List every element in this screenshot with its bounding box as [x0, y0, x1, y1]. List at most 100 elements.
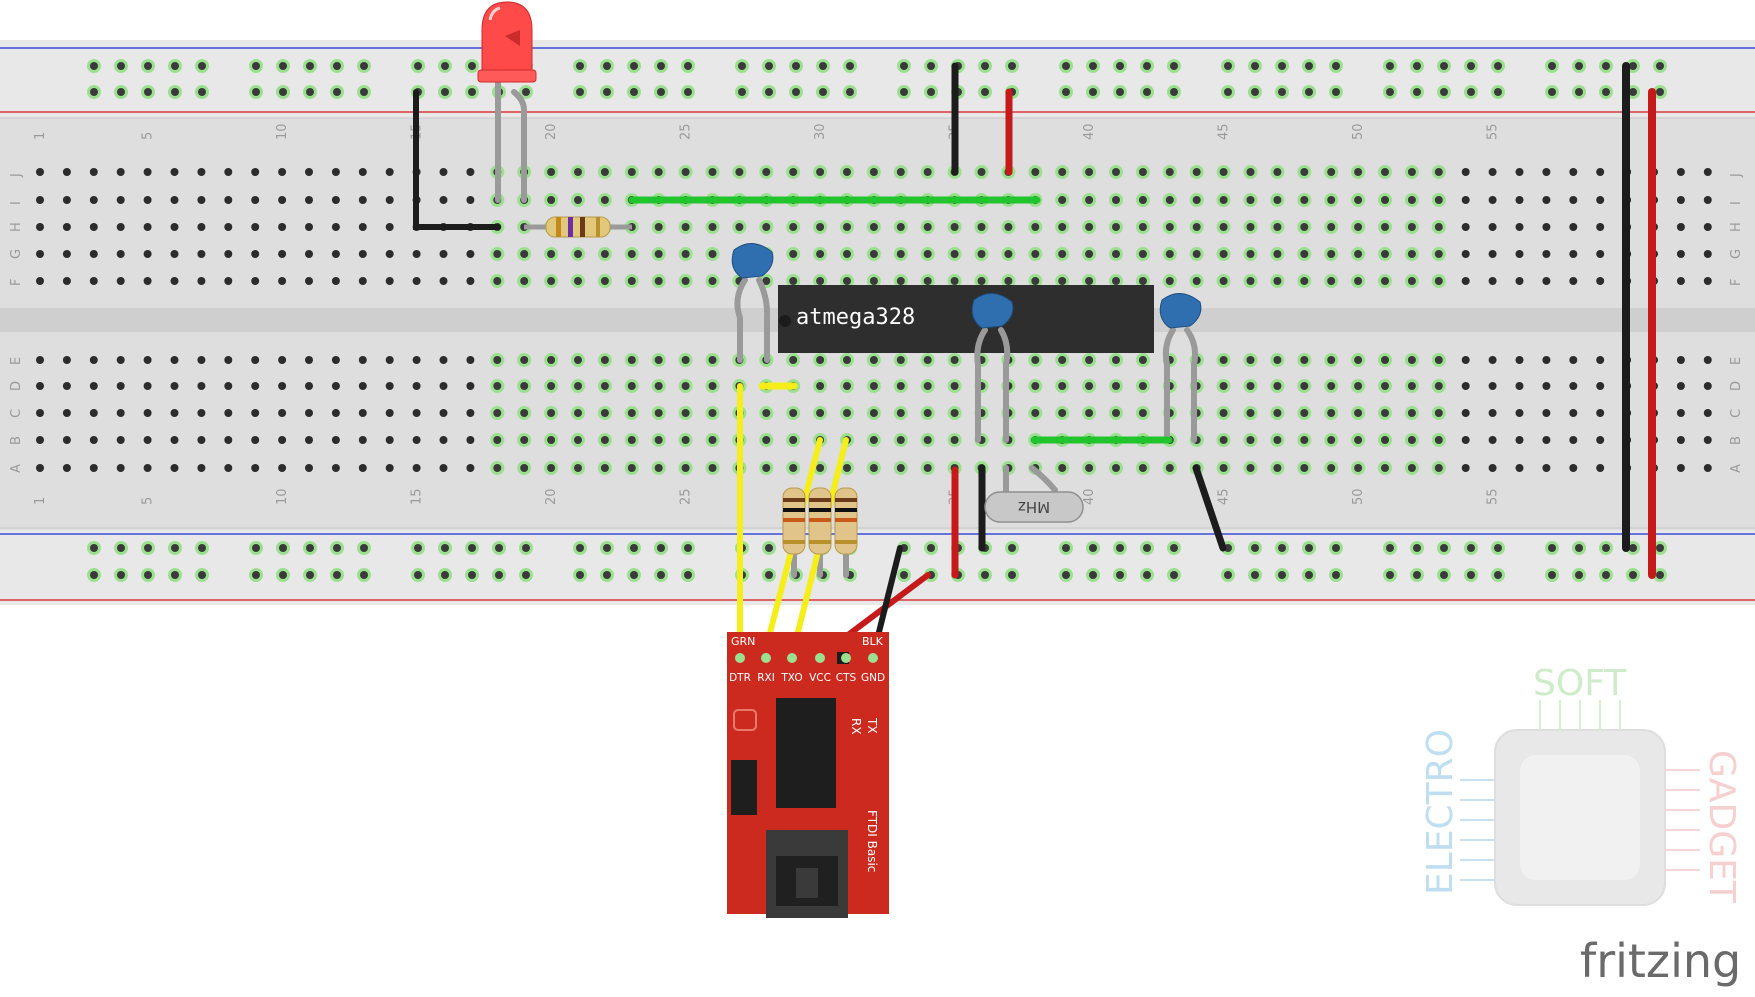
breadboard-hole [1112, 250, 1120, 258]
breadboard-hole [708, 168, 717, 176]
breadboard-hole [1461, 223, 1470, 231]
breadboard-hole [547, 356, 556, 364]
breadboard-hole [143, 356, 152, 364]
breadboard-hole [1058, 277, 1067, 285]
breadboard-hole [843, 356, 851, 364]
breadboard-hole [846, 62, 854, 70]
breadboard-hole [1434, 464, 1443, 472]
breadboard-hole [1542, 436, 1551, 444]
breadboard-hole [708, 223, 717, 231]
breadboard-hole [1112, 464, 1120, 472]
breadboard-hole [819, 62, 827, 70]
breadboard-hole [279, 571, 287, 579]
row-label: G [1729, 249, 1744, 259]
breadboard-hole [657, 544, 665, 552]
breadboard-hole [144, 544, 152, 552]
breadboard-hole [576, 544, 584, 552]
breadboard-hole [520, 250, 529, 258]
column-label: 45 [1217, 488, 1232, 505]
breadboard-hole [251, 436, 260, 444]
wire-black-diagonal [1192, 464, 1227, 552]
breadboard-hole [116, 250, 125, 258]
breadboard-hole [36, 409, 44, 417]
breadboard-hole [1089, 571, 1097, 579]
breadboard-hole [170, 277, 179, 285]
bottom-power-rail [0, 530, 1755, 605]
breadboard-hole [603, 88, 611, 96]
breadboard-hole [197, 196, 206, 204]
breadboard-hole [466, 196, 475, 204]
breadboard-hole [1381, 382, 1389, 390]
breadboard-hole [251, 277, 260, 285]
breadboard-hole [1440, 62, 1448, 70]
breadboard-hole [681, 464, 690, 472]
breadboard-hole [547, 277, 556, 285]
breadboard-hole [144, 62, 152, 70]
breadboard-hole [1488, 196, 1497, 204]
capacitor-3 [1159, 293, 1202, 329]
breadboard-hole [1656, 62, 1664, 70]
breadboard-hole [789, 356, 798, 364]
breadboard-hole [441, 88, 449, 96]
breadboard-hole [170, 464, 179, 472]
breadboard-hole [1569, 464, 1578, 472]
breadboard-hole [1278, 62, 1286, 70]
breadboard-hole [305, 196, 313, 204]
breadboard-hole [1703, 382, 1712, 390]
row-label: A [1729, 464, 1744, 473]
breadboard-hole [1440, 88, 1448, 96]
breadboard-hole [306, 88, 314, 96]
breadboard-hole [843, 168, 851, 176]
breadboard-hole [1305, 571, 1313, 579]
breadboard-hole [1602, 88, 1610, 96]
crystal-lead-b [1029, 465, 1058, 493]
breadboard-hole [574, 409, 582, 417]
ftdi-chip [776, 698, 836, 808]
breadboard-hole [654, 382, 663, 390]
breadboard-hole [1676, 356, 1685, 364]
wire-black-led-gnd [413, 89, 501, 230]
breadboard-hole [1085, 356, 1094, 364]
row-label: D [1729, 381, 1744, 391]
breadboard-hole [144, 571, 152, 579]
breadboard-hole [1488, 436, 1497, 444]
breadboard-hole [89, 223, 98, 231]
breadboard-hole [412, 356, 421, 364]
breadboard-hole [197, 250, 206, 258]
breadboard-hole [197, 382, 206, 390]
breadboard-hole [1251, 571, 1259, 579]
breadboard-hole [816, 382, 825, 390]
breadboard-hole [923, 356, 932, 364]
breadboard-hole [305, 409, 313, 417]
breadboard-hole [1246, 464, 1255, 472]
column-label: 10 [275, 488, 290, 505]
breadboard-hole [170, 382, 179, 390]
breadboard-hole [358, 409, 367, 417]
breadboard-hole [1143, 88, 1151, 96]
breadboard-hole [1461, 250, 1470, 258]
breadboard-hole [360, 62, 368, 70]
breadboard-hole [1354, 409, 1363, 417]
breadboard-hole [627, 409, 636, 417]
breadboard-hole [251, 356, 260, 364]
breadboard-hole [1354, 250, 1363, 258]
breadboard-hole [1058, 223, 1067, 231]
breadboard-hole [1596, 196, 1605, 204]
breadboard-hole [1354, 196, 1363, 204]
top-power-rail [0, 40, 1755, 118]
breadboard-hole [627, 464, 636, 472]
breadboard-hole [1008, 544, 1016, 552]
column-label: 5 [141, 497, 156, 505]
breadboard-hole [1062, 571, 1070, 579]
breadboard-hole [412, 277, 421, 285]
breadboard-hole [981, 571, 989, 579]
breadboard-hole [1413, 88, 1421, 96]
breadboard-hole [789, 250, 798, 258]
breadboard-hole [278, 382, 287, 390]
breadboard-hole [198, 571, 206, 579]
breadboard-hole [1246, 277, 1255, 285]
breadboard-hole [1089, 544, 1097, 552]
breadboard-hole [1381, 196, 1389, 204]
breadboard-hole [305, 168, 313, 176]
